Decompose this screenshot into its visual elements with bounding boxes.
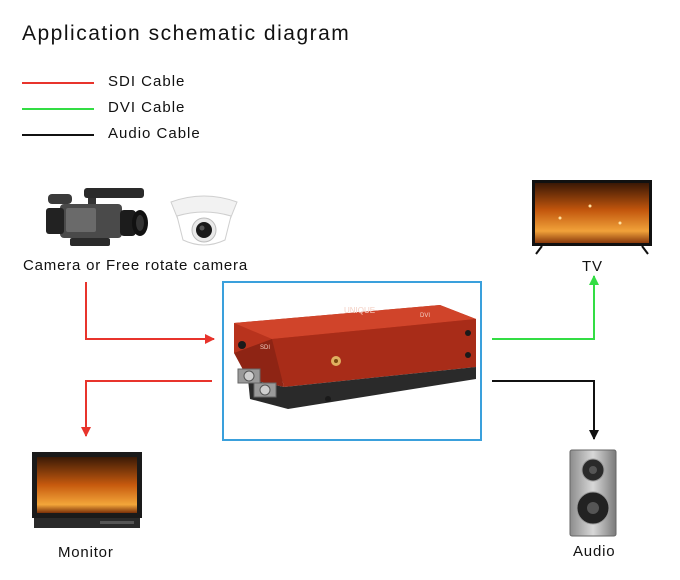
diagram-title: Application schematic diagram — [22, 22, 351, 45]
camera-label: Camera or Free rotate camera — [23, 257, 248, 274]
legend-label-sdi: SDI Cable — [108, 73, 186, 90]
monitor-label: Monitor — [58, 544, 114, 561]
device-sdi-label: SDI — [260, 345, 270, 351]
legend-label-dvi: DVI Cable — [108, 99, 186, 116]
legend-label-audio: Audio Cable — [108, 125, 201, 142]
converter-device-frame: UNIQUE SDI DVI — [222, 281, 482, 441]
audio-wire-device-to-speaker — [492, 380, 599, 440]
audio-label: Audio — [573, 543, 616, 560]
legend-swatch-dvi — [22, 108, 94, 110]
dome-camera-icon — [170, 195, 238, 246]
camcorder-icon — [46, 188, 148, 246]
monitor-icon — [32, 452, 142, 528]
legend-swatch-audio — [22, 134, 94, 136]
device-dvi-label: DVI — [420, 313, 430, 319]
speaker-icon — [569, 449, 617, 537]
dvi-wire-device-to-tv — [492, 275, 599, 340]
sdi-wire-camera-to-device — [85, 282, 215, 344]
sdi-to-dvi-converter-icon: UNIQUE SDI DVI — [234, 305, 476, 409]
sdi-wire-device-to-monitor — [81, 380, 212, 437]
legend-swatch-sdi — [22, 82, 94, 84]
tv-label: TV — [582, 258, 603, 275]
tv-icon — [532, 180, 652, 255]
device-brand: UNIQUE — [344, 306, 375, 315]
